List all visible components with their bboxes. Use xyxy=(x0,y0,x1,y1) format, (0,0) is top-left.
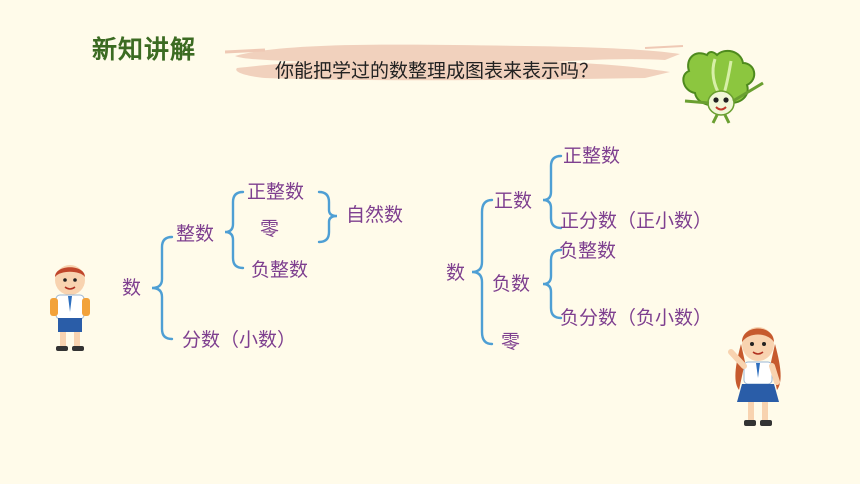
left-integer: 整数 xyxy=(176,223,215,245)
left-root-number: 数 xyxy=(122,277,142,299)
question-text: 你能把学过的数整理成图表来表示吗？ xyxy=(275,60,599,82)
right-zero: 零 xyxy=(501,331,521,353)
schoolgirl-icon xyxy=(728,327,781,426)
right-negative-integer: 负整数 xyxy=(559,240,617,262)
section-title: 新知讲解 xyxy=(92,35,197,64)
right-positive-integer: 正整数 xyxy=(563,145,621,167)
cabbage-mascot-icon xyxy=(682,49,764,124)
brush-stroke-decoration xyxy=(225,44,684,81)
left-fraction: 分数（小数） xyxy=(182,329,297,351)
right-positive-fraction: 正分数（正小数） xyxy=(560,210,713,232)
schoolboy-icon xyxy=(50,265,90,351)
right-positive-number: 正数 xyxy=(494,190,533,212)
left-negative-integer: 负整数 xyxy=(251,259,309,281)
right-negative-number: 负数 xyxy=(492,273,531,295)
right-root-number: 数 xyxy=(446,262,466,284)
left-zero: 零 xyxy=(260,218,280,240)
left-positive-integer: 正整数 xyxy=(247,181,305,203)
left-natural-number: 自然数 xyxy=(346,204,404,226)
right-negative-fraction: 负分数（负小数） xyxy=(560,307,713,329)
